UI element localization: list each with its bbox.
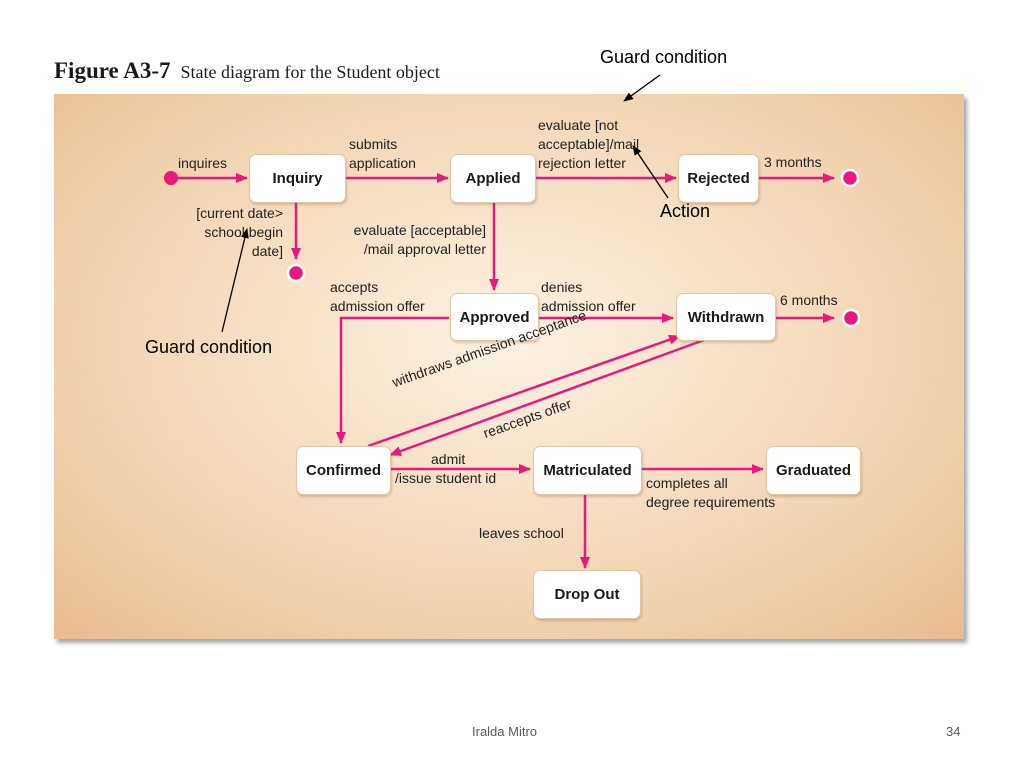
label-evaluate-acceptable: evaluate [acceptable] /mail approval let… [353,222,486,257]
label-guard-inquiry: [current date> school begin date] [196,205,283,259]
page-number: 34 [946,724,961,739]
label-6-months: 6 months [780,292,838,308]
state-confirmed: Confirmed [296,446,391,495]
state-graduated: Graduated [766,446,861,495]
label-admit: admit /issue student id [395,451,497,486]
state-approved: Approved [450,293,539,341]
label-accepts-admission-offer: accepts admission offer [330,279,425,314]
state-drop-out: Drop Out [533,570,641,619]
label-submits-application: submits application [349,136,416,171]
figure-caption: State diagram for the Student object [180,62,440,82]
annotation-guard-condition-top: Guard condition [600,47,728,67]
label-leaves-school: leaves school [479,525,564,541]
annotation-guard-condition-left: Guard condition [145,337,273,357]
label-inquires: inquires [178,155,228,171]
annotation-action: Action [660,201,711,221]
state-matriculated: Matriculated [533,446,642,495]
label-completes-degree: completes all degree requirements [646,475,776,510]
state-rejected: Rejected [678,154,759,203]
figure-title: Figure A3-7 State diagram for the Student… [54,58,440,84]
figure-number: Figure A3-7 [54,58,171,83]
label-3-months: 3 months [764,154,822,170]
state-applied: Applied [450,154,536,203]
state-withdrawn: Withdrawn [676,293,776,341]
state-inquiry: Inquiry [249,154,346,203]
footer-author: Iralda Mitro [472,724,538,739]
label-evaluate-not-acceptable: evaluate [not acceptable]/mail rejection… [538,117,640,171]
label-denies-admission-offer: denies admission offer [541,279,636,314]
